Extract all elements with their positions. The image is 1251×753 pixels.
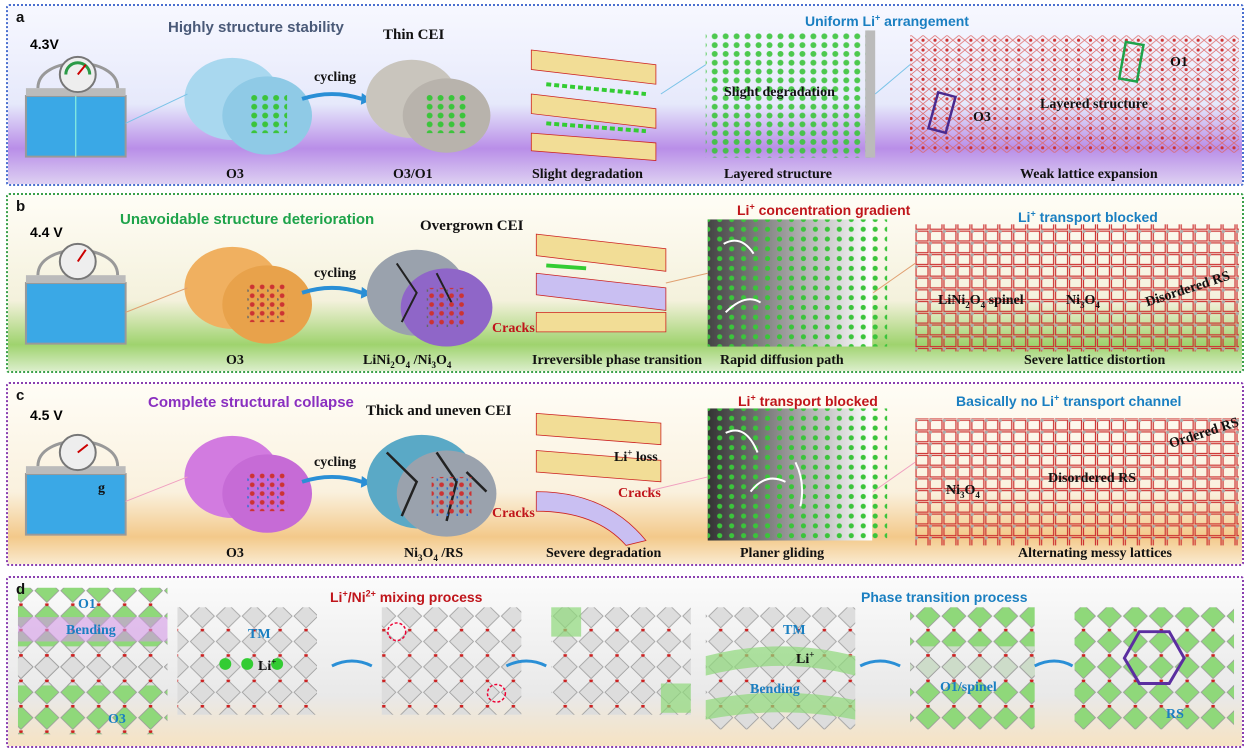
caption-o3o1: O3/O1 [393,167,433,182]
o1-label: O1 [1170,55,1188,70]
layer-stack-icon [17,587,168,735]
cei-label: Overgrown CEI [420,218,524,234]
particle-pristine-icon [184,435,313,533]
caption-slight: Slight degradation [532,167,643,182]
o1-label: O1 [78,597,96,612]
cracks-label: Cracks [492,321,535,336]
caption-severe: Severe lattice distortion [1024,353,1166,368]
panel-b-art [8,195,1242,371]
caption-phase: Ni3O4 /RS [404,546,464,563]
no-channel-label: Basically no Li+ transport channel [956,392,1182,409]
panel-d-art [8,578,1242,746]
caption-weak: Weak lattice expansion [1020,167,1158,182]
panel-letter: c [16,387,25,404]
voltage-label: 4.4 V [30,224,63,240]
caption-layered: Layered structure [724,167,832,182]
voltage-label: 4.5 V [30,407,63,423]
caption-o3: O3 [226,546,244,561]
spinel-layer-icon [910,607,1035,730]
inner-slight-label: Slight degradation [724,85,835,100]
li-dots-icon [219,658,284,670]
particle-pristine-icon [184,246,313,344]
tm-label: TM [248,627,271,642]
caption-o3: O3 [226,353,244,368]
particle-pristine-icon [184,57,313,155]
gradient-label: Li+ concentration gradient [737,201,911,218]
particle-cracked-icon [366,249,493,347]
o3-label: O3 [108,712,126,727]
cycling-label: cycling [314,455,356,470]
caption-planer: Planer gliding [740,546,825,561]
caption-rapid: Rapid diffusion path [720,353,844,368]
arrow-icon [505,659,547,668]
blocked-label: Li+ transport blocked [738,392,878,409]
o3-label: O3 [973,110,991,125]
cycling-arrow-icon [301,92,363,101]
caption-irreversible: Irreversible phase transition [532,353,703,368]
arrow-icon [1034,659,1074,668]
battery-icon [24,55,127,158]
panel-letter: a [16,9,25,26]
caption-o3: O3 [226,167,244,182]
arrow-icon [859,659,901,668]
cycling-label: cycling [314,70,356,85]
tm-label-2: TM [783,623,806,638]
distorted-lattice-icon [915,224,1240,352]
li-dot-lattice [705,30,876,158]
caption-severe: Severe degradation [546,546,662,561]
caption-phase: LiNi2O4 /Ni3O4 [363,353,452,370]
li-loss-label: Li+ loss [614,447,658,465]
arrow-icon [331,659,373,668]
battery-icon [24,242,127,345]
blocked-label: Li+ transport blocked [1018,208,1158,225]
panel-heading: Unavoidable structure deterioration [120,211,375,228]
cracks-label: Cracks [492,506,535,521]
disordered-label: Disordered RS [1048,471,1137,486]
collapsed-slab-icon [535,412,662,546]
mixing-result-icon [551,607,691,715]
mixing-step-icon [381,607,522,715]
battery-icon [24,433,127,536]
messy-lattice-icon [915,418,1240,546]
lattice-expansion-icon [910,35,1240,153]
li-label: Li+ [258,656,277,674]
particle-cycled-icon [365,59,491,153]
cycling-arrow-icon [301,474,363,484]
o1spinel-label: O1/spinel [940,680,997,695]
panel-c: c 4.5 V Complete structural collapse Thi… [6,382,1244,566]
rs-label: RS [1166,707,1184,722]
cycling-arrow-icon [301,285,363,295]
panel-heading: Complete structural collapse [148,394,354,411]
panel-letter: d [16,581,26,598]
panel-heading: Highly structure stability [168,19,344,36]
ni3o4-label: Ni3O4 [946,483,980,500]
g-label: g [98,481,105,496]
cracks-label-2: Cracks [618,486,661,501]
mixing-label: Li+/Ni2+ mixing process [330,588,483,605]
caption-alternating: Alternating messy lattices [1018,546,1172,561]
panel-a: a 4.3V Highly structure stability Thin C… [6,4,1244,186]
li-arrangement-label: Uniform Li+ arrangement [805,12,969,29]
ni3o4-label: Ni3O4 [1066,293,1100,310]
rocksalt-layer-icon [1074,607,1235,730]
panel-c-art [8,384,1242,564]
voltage-label: 4.3V [30,36,59,52]
bending-label: Bending [66,623,116,638]
layered-slab-icon [530,49,657,161]
bending-label-2: Bending [750,682,800,697]
li-label-2: Li+ [796,649,815,667]
cycling-label: cycling [314,266,356,281]
cei-label: Thin CEI [383,27,445,43]
cei-label: Thick and uneven CEI [366,403,512,419]
particle-collapsed-icon [366,434,497,537]
phase-slab-icon [535,233,667,333]
panel-letter: b [16,198,26,215]
phase-label: Phase transition process [861,589,1028,605]
panel-a-art [8,6,1242,184]
spinel-label: LiNi2O4 spinel [938,293,1024,310]
panel-d: d Li+/Ni2+ mixing process Phase transiti… [6,576,1244,748]
inner-layered-label: Layered structure [1040,97,1148,112]
bending-layer-icon [705,607,856,730]
panel-b: b 4.4 V Unavoidable structure deteriorat… [6,193,1244,373]
